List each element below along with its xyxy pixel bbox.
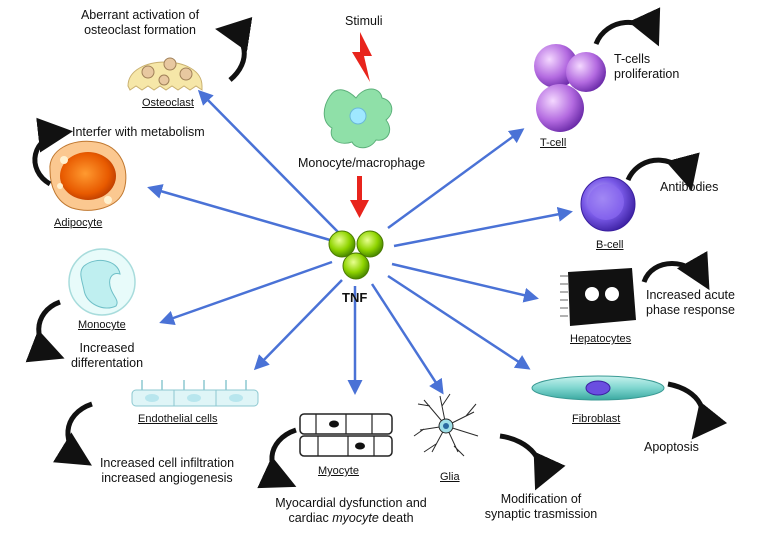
adipocyte-label: Adipocyte [54, 217, 103, 229]
monocyte-icon [68, 248, 136, 316]
arrow-to-adipocyte [147, 184, 331, 242]
monocyte-effect: Increased differentation [60, 341, 154, 371]
fibroblast-effect-arrow [667, 381, 728, 440]
hepatocytes-effect: Increased acute phase response [646, 288, 735, 318]
osteoclast-label: Osteoclast [142, 97, 194, 109]
tcell-label: T-cell [540, 137, 567, 149]
bcell-icon [580, 176, 636, 232]
hepatocytes-icon [560, 268, 636, 326]
glia-effect-arrow [499, 433, 566, 491]
arrow-to-hepatocytes [391, 262, 539, 303]
bcell-label: B-cell [596, 239, 624, 251]
endothelial-effect: Increased cell infiltration increased an… [84, 456, 250, 486]
osteoclast-icon [127, 57, 203, 91]
osteoclast-effect-line-1: Aberrant activation of [80, 8, 200, 22]
monocyte-label: Monocyte [78, 319, 126, 331]
hepatocytes-effect-line-2: phase response [646, 303, 735, 317]
myocyte-icon [299, 413, 393, 457]
stimuli-label: Stimuli [345, 14, 383, 28]
hepatocytes-effect-line-1: Increased acute [646, 288, 735, 302]
myocyte-effect-line-2b: myocyte [332, 511, 379, 525]
endothelial-effect-line-2: increased angiogenesis [101, 471, 233, 485]
tnf-icon [328, 230, 384, 280]
arrow-to-monocyte [159, 260, 333, 326]
endothelial-label: Endothelial cells [138, 413, 218, 425]
macrophage-icon [323, 88, 393, 149]
adipocyte-icon [49, 140, 127, 211]
endothelial-effect-arrow [52, 401, 93, 466]
arrow-to-osteoclast [197, 89, 339, 233]
fibroblast-effect: Apoptosis [644, 440, 699, 454]
tcell-effect-line-2: proliferation [614, 67, 680, 81]
myocyte-effect-line-2: cardiac myocyte death [262, 511, 440, 526]
monocyte-effect-line-2: differentation [70, 356, 144, 370]
adipocyte-effect: Interfer with metabolism [72, 125, 205, 139]
hepatocytes-label: Hepatocytes [570, 333, 632, 345]
fibroblast-label: Fibroblast [572, 413, 621, 425]
endothelial-icon [131, 380, 259, 407]
stimulus-bolt-icon [352, 32, 372, 82]
myocyte-label: Myocyte [318, 465, 359, 477]
arrow-to-bcell [393, 206, 573, 248]
osteoclast-effect-line-2: osteoclast formation [84, 23, 196, 37]
tcell-effect: T-cells proliferation [614, 52, 679, 82]
macrophage-label: Monocyte/macrophage [298, 156, 426, 170]
arrow-to-glia [370, 283, 444, 395]
monocyte-effect-arrow [25, 299, 65, 363]
tnf-label: TNF [342, 290, 368, 305]
glia-effect: Modification of synaptic trasmission [474, 492, 608, 522]
glia-label: Glia [440, 471, 460, 483]
arrow-to-fibroblast [387, 274, 531, 370]
glia-effect-line-2: synaptic trasmission [484, 507, 598, 521]
red-arrow-icon [350, 176, 369, 218]
osteoclast-effect-arrow [215, 16, 253, 82]
tcell-effect-line-1: T-cells [614, 52, 651, 66]
monocyte-effect-line-1: Increased [79, 341, 135, 355]
endothelial-effect-line-1: Increased cell infiltration [99, 456, 235, 470]
glia-icon [413, 393, 479, 457]
tnf-arrows [147, 89, 573, 395]
adipocyte-effect-arrow [32, 117, 73, 187]
myocyte-effect-line-1: Myocardial dysfunction and [275, 496, 427, 510]
tcell-effect-arrow [593, 7, 661, 47]
arrow-to-endothelial [253, 279, 343, 371]
myocyte-effect-line-2c: death [378, 511, 414, 525]
osteoclast-effect: Aberrant activation of osteoclast format… [60, 8, 220, 38]
bcell-effect: Antibodies [660, 180, 719, 194]
hepatocytes-effect-arrow [641, 251, 710, 291]
bcell-effect-arrow [625, 152, 700, 191]
glia-effect-line-1: Modification of [500, 492, 582, 506]
fibroblast-icon [531, 375, 665, 401]
myocyte-effect-arrow [257, 427, 297, 489]
arrow-to-tcell [387, 128, 525, 230]
myocyte-effect: Myocardial dysfunction and cardiac myocy… [262, 496, 440, 526]
myocyte-effect-line-2a: cardiac [288, 511, 333, 525]
tcell-icon [534, 44, 606, 132]
